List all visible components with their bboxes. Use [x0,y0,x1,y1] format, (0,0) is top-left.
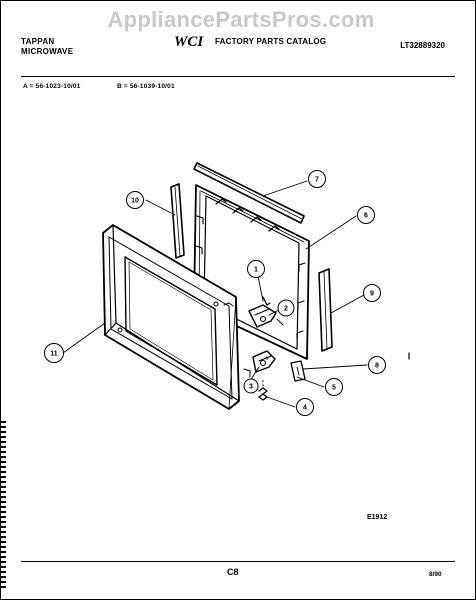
revision-date: 8/90 [429,571,442,578]
callout-circle-8 [368,356,386,374]
callout-circle-10 [126,191,144,209]
brand-name: TAPPAN [21,37,55,46]
part-4-spring [258,377,268,401]
callout-label-11: 11 [50,351,58,358]
wci-logo-text: WCI [174,34,204,49]
callout-label-10: 10 [131,198,139,205]
figure-code: E1912 [367,514,388,521]
callout-label-5: 5 [332,385,336,392]
callout-label-4: 4 [303,405,307,412]
scan-edge-artifact [1,421,6,591]
part-1-2-upper-hinge [248,296,284,328]
callout-label-6: 6 [364,213,368,220]
callout-circle-5 [325,378,343,396]
part-9-right-trim [318,268,333,352]
callout-label-3: 3 [249,384,253,391]
callout-circles [44,170,386,416]
callout-label-7: 7 [315,177,319,184]
callout-label-9: 9 [370,291,374,298]
part-7-top-trim [193,162,305,224]
callout-circle-6 [357,206,375,224]
model-number-b: B = 56-1039-10/01 [117,83,175,90]
part-10-left-trim [170,183,185,259]
document-id: LT32889320 [400,41,445,50]
callout-label-2: 2 [284,306,288,313]
callout-circle-4 [296,398,314,416]
callout-circle-2 [277,299,295,317]
part-3-5-8-lower-hinge [252,350,306,382]
callout-label-8: 8 [375,363,379,370]
product-line: MICROWAVE [21,47,74,56]
callout-labels: 7 6 10 9 1 2 8 5 3 4 11 [50,177,379,412]
footer-rule [21,561,455,562]
site-watermark: AppliancePartsPros.com [107,7,375,32]
catalog-header: WCI FACTORY PARTS CATALOG [173,33,326,49]
header-rule [21,76,455,77]
callout-circle-9 [363,284,381,302]
wci-logo: WCI [174,34,204,49]
part-11-door-panel [102,224,251,410]
model-number-a: A = 56-1023-10/01 [23,83,81,90]
callout-circle-7 [308,170,326,188]
catalog-title: FACTORY PARTS CATALOG [215,36,327,46]
page-number: C8 [227,567,239,577]
callout-label-1: 1 [254,267,258,274]
brand-block: TAPPAN MICROWAVE [21,37,73,57]
callout-circle-1 [247,260,265,278]
callout-circle-3 [243,378,259,394]
callout-circle-11 [44,343,64,363]
callout-leaders [62,180,410,408]
